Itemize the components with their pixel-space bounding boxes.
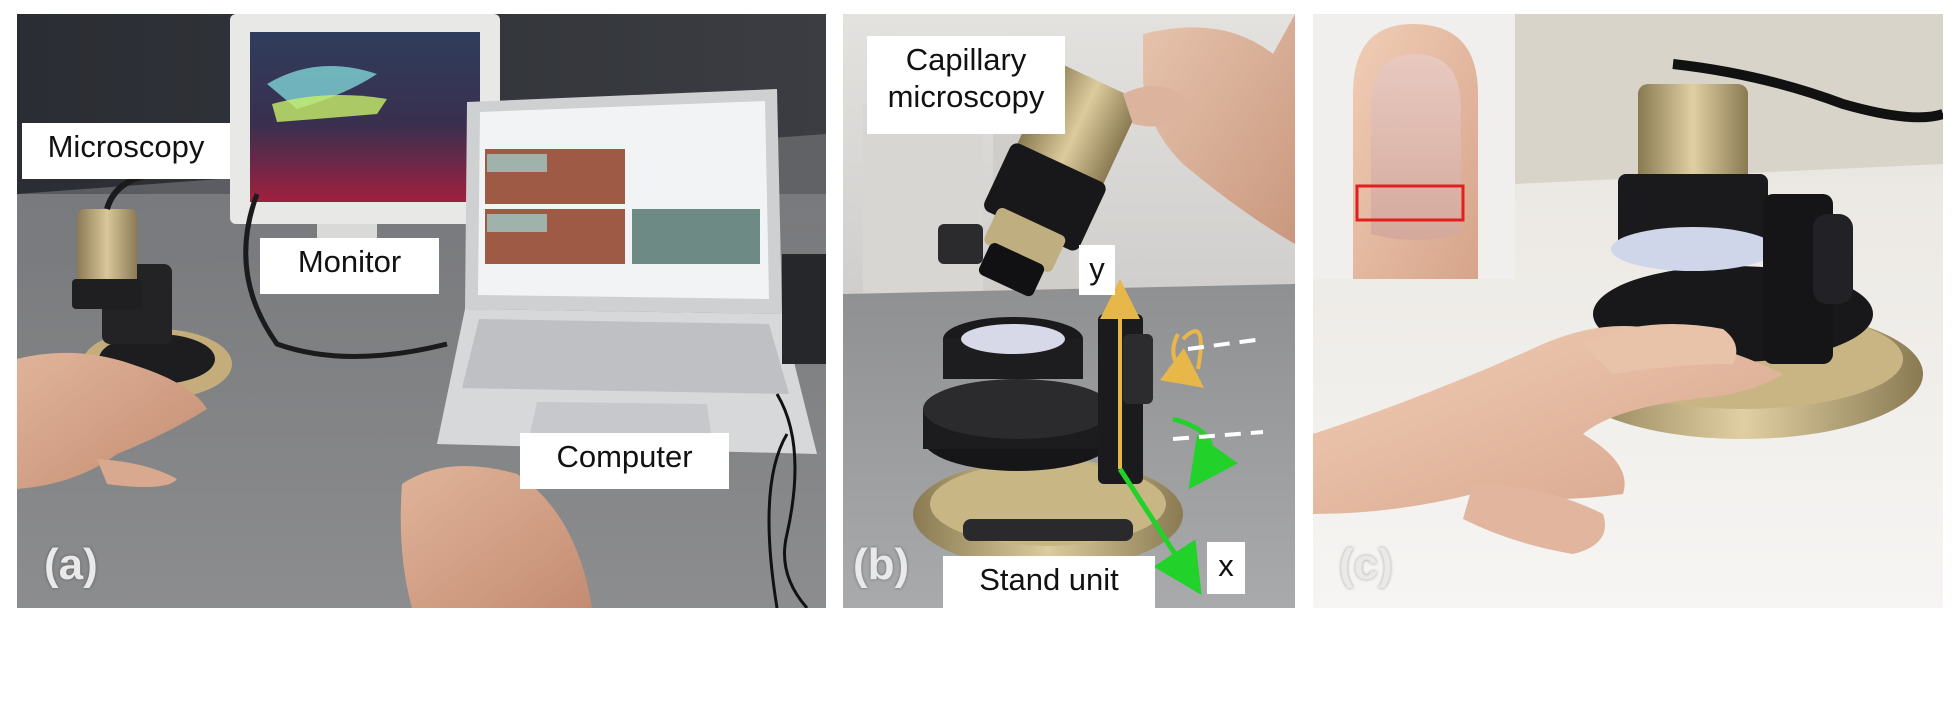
x-axis-label: x [1207,542,1245,594]
nailfold-region-box [1355,184,1465,222]
panel-a-setup-photo: Microscopy Monitor Computer (a) [17,14,826,608]
panel-letter-b: (b) [853,540,910,589]
capillary-microscopy-label: Capillary microscopy [867,36,1065,134]
panel-c-measurement-photo: (c) [1313,14,1943,608]
y-axis-label: y [1079,245,1115,295]
panel-letter-c: (c) [1339,540,1393,589]
monitor-label: Monitor [260,238,439,294]
computer-label: Computer [520,433,729,489]
microscopy-label: Microscopy [22,123,230,179]
panel-b-stand-unit-photo: Capillary microscopy y x Stand unit (b) [843,14,1295,608]
measurement-illustration [1313,14,1943,608]
stand-unit-label: Stand unit [943,556,1155,608]
setup-photo-illustration [17,14,826,608]
panel-letter-a: (a) [44,540,98,589]
stand-unit-illustration [843,14,1295,608]
